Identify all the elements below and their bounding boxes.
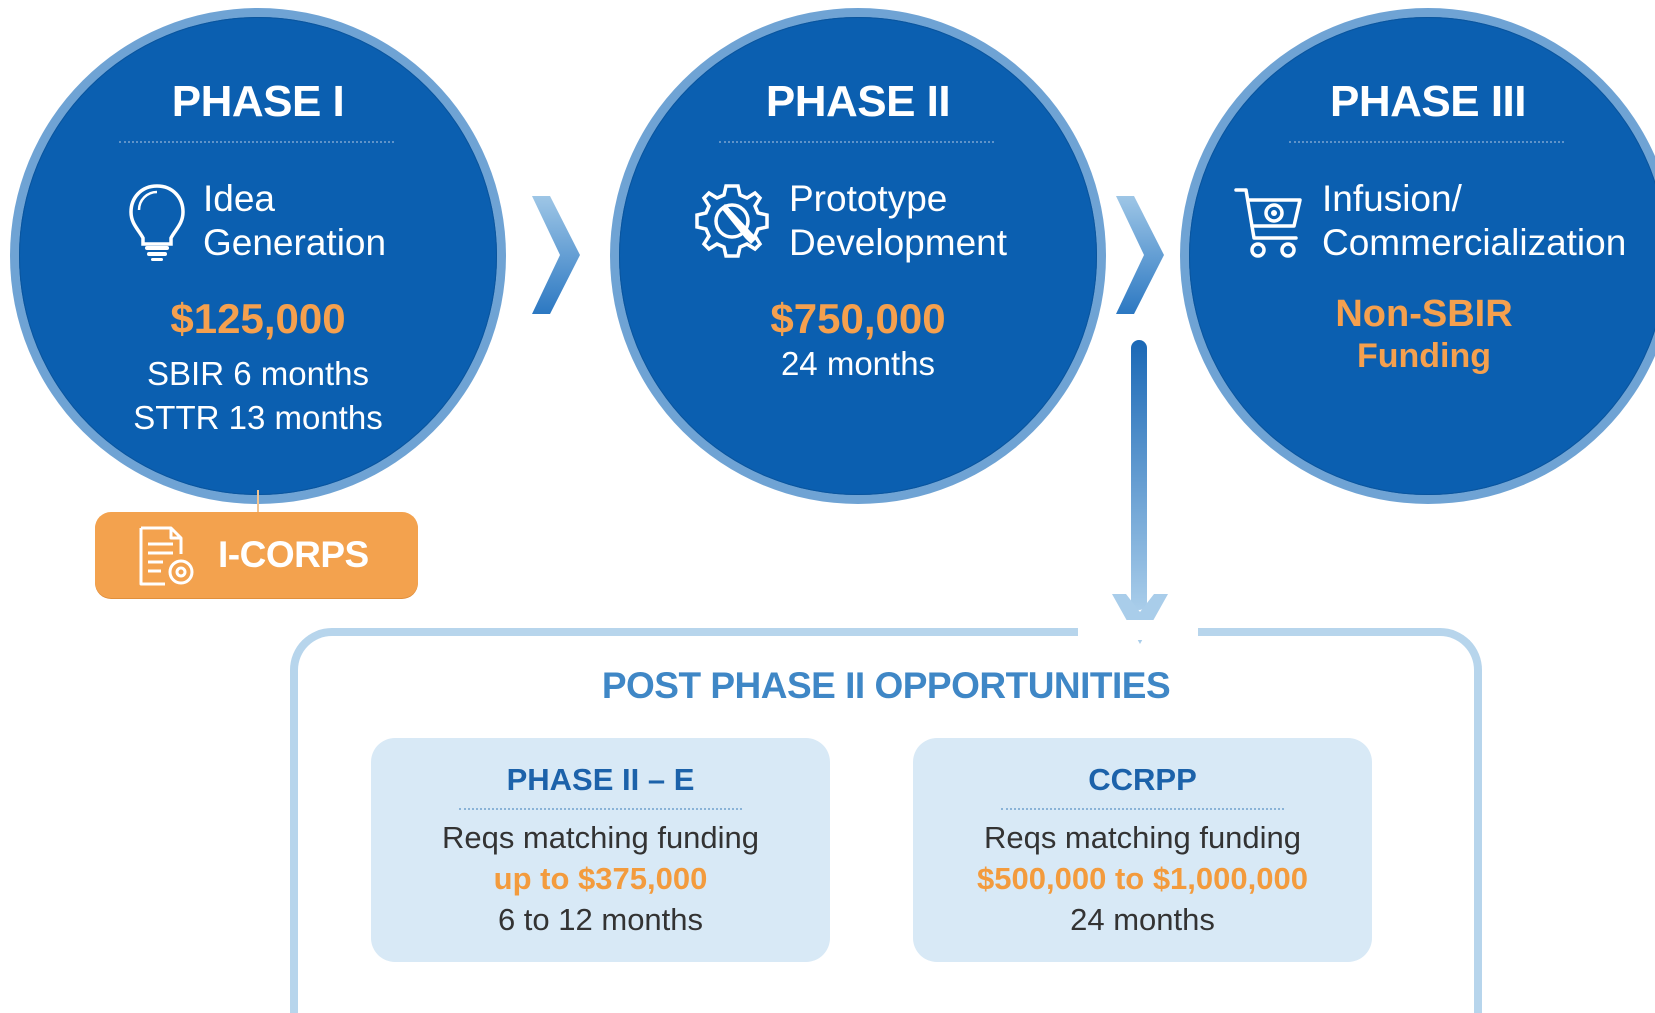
post-phase-box-gap: [1078, 620, 1198, 640]
phase-2e-title: PHASE II – E: [506, 762, 695, 797]
phase-1-stage: Idea Generation: [203, 177, 386, 265]
phase-3-stage: Infusion/ Commercialization: [1322, 177, 1626, 265]
chevron-right-icon: [532, 196, 580, 314]
phase-1-detail-1: SBIR 6 months: [147, 355, 369, 392]
phase-1-circle: PHASE I Idea Generation $125,000 SBIR 6 …: [10, 8, 506, 504]
ccrpp-amount: $500,000 to $1,000,000: [977, 861, 1308, 896]
ccrpp-line1: Reqs matching funding: [983, 820, 1302, 855]
phase-3-amount-line2: Funding: [1356, 337, 1492, 375]
phase-2-circle: PHASE II Prototype Development $750,000 …: [610, 8, 1106, 504]
arrow-down-icon: [1112, 340, 1168, 644]
post-phase-title: POST PHASE II OPPORTUNITIES: [601, 665, 1171, 706]
icorps-connector: [257, 490, 259, 514]
phase-2e-line1: Reqs matching funding: [441, 820, 760, 855]
phase-3-title: PHASE III: [1330, 77, 1527, 126]
gear-wrench-icon: [695, 184, 769, 258]
icorps-label: I-CORPS: [218, 534, 369, 575]
phase-3-amount-line1: Non-SBIR: [1335, 293, 1513, 335]
phase-2e-divider: [459, 808, 742, 810]
shopping-cart-gear-icon: [1234, 188, 1302, 258]
phase-1-stage-line1: Idea: [203, 178, 276, 219]
phase-3-circle: PHASE III Infusion/ Commercialization No…: [1180, 8, 1655, 504]
phase-2e-line2: 6 to 12 months: [497, 902, 704, 937]
phase-1-stage-line2: Generation: [203, 222, 387, 263]
phase-2-stage: Prototype Development: [789, 177, 1007, 265]
ccrpp-title: CCRPP: [1088, 762, 1197, 797]
phase-2-stage-line1: Prototype: [789, 178, 948, 219]
phase-1-circle-fill: PHASE I Idea Generation $125,000 SBIR 6 …: [19, 17, 497, 495]
ccrpp-line2: 24 months: [1070, 902, 1215, 937]
phase-3-stage-line1: Infusion/: [1322, 178, 1462, 219]
icorps-badge: I-CORPS: [95, 512, 418, 598]
phase-3-circle-fill: PHASE III Infusion/ Commercialization No…: [1189, 17, 1655, 495]
ccrpp-card: CCRPP Reqs matching funding $500,000 to …: [913, 738, 1372, 962]
phase-3-stage-line2: Commercialization: [1322, 222, 1627, 263]
phase-2e-amount: up to $375,000: [493, 861, 708, 896]
phase-2-amount: $750,000: [770, 295, 946, 342]
lightbulb-icon: [129, 184, 185, 261]
post-phase-box: [290, 628, 1482, 1013]
phase-2-stage-line2: Development: [789, 222, 1008, 263]
phase-1-divider: [119, 141, 394, 143]
phase-1-title: PHASE I: [171, 77, 345, 126]
ccrpp-divider: [1001, 808, 1284, 810]
phase-1-detail-2: STTR 13 months: [133, 399, 383, 436]
phase-1-amount: $125,000: [170, 295, 346, 342]
document-gear-icon: [139, 526, 194, 586]
phase-2e-card: PHASE II – E Reqs matching funding up to…: [371, 738, 830, 962]
phase-2-title: PHASE II: [765, 77, 951, 126]
phase-3-divider: [1289, 141, 1564, 143]
phase-2-detail-1: 24 months: [780, 345, 936, 382]
phase-2-divider: [719, 141, 994, 143]
chevron-right-icon: [1116, 196, 1164, 314]
phase-2-circle-fill: PHASE II Prototype Development $750,000 …: [619, 17, 1097, 495]
